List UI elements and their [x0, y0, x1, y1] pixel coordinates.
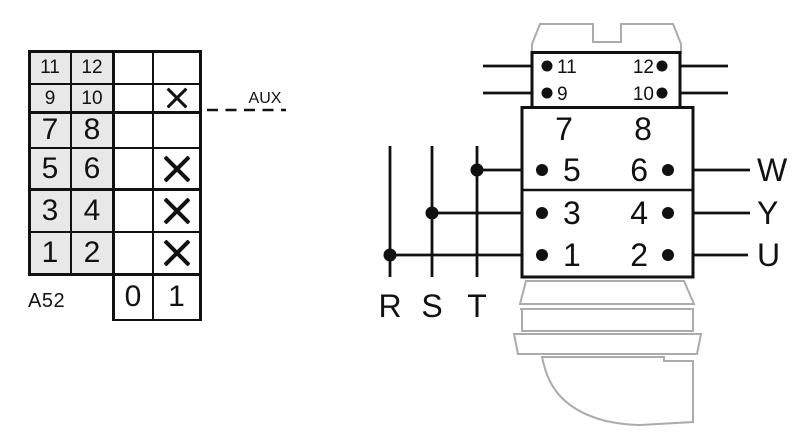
- terminal-dot-1: [536, 249, 548, 261]
- terminal-dot-3: [536, 207, 548, 219]
- terminal-number-7: 7: [555, 111, 573, 147]
- state-cell-position-1: [154, 149, 199, 188]
- terminal-number-12: 12: [633, 57, 654, 78]
- terminal-number-2: 2: [630, 237, 648, 273]
- contact-terminal-right: 8: [72, 113, 112, 147]
- state-cell-position-1: [154, 233, 199, 273]
- contact-terminal-left: 3: [30, 190, 70, 231]
- switch-body-outline: [512, 280, 703, 427]
- contact-terminal-left: 1: [30, 233, 70, 273]
- state-cell-position-0: [114, 233, 152, 273]
- state-cell-position-0: [114, 52, 152, 83]
- aux-label: AUX: [249, 90, 282, 107]
- contact-terminal-right: 4: [72, 190, 112, 231]
- phase-label-s: S: [421, 288, 442, 324]
- position-header-0: 0: [114, 275, 152, 319]
- terminal-number-11: 11: [557, 57, 577, 78]
- contact-terminal-left: 11: [30, 52, 70, 83]
- state-cell-position-0: [114, 149, 152, 188]
- state-cell-position-0: [114, 113, 152, 147]
- contact-terminal-right: 2: [72, 233, 112, 273]
- state-cell-position-0: [114, 190, 152, 231]
- junction-dot-t: [470, 163, 484, 177]
- terminal-number-3: 3: [563, 195, 581, 231]
- phase-label-t: T: [467, 288, 487, 324]
- terminal-dot-9: [541, 87, 553, 99]
- body-collar-outline: [521, 309, 694, 332]
- body-flange-outline: [512, 333, 703, 355]
- state-cell-position-0: [114, 85, 152, 111]
- state-cell-position-1: [154, 52, 199, 83]
- terminal-dot-4: [662, 207, 674, 219]
- terminal-number-8: 8: [634, 111, 652, 147]
- body-base-outline: [540, 356, 694, 427]
- terminal-dot-11: [541, 60, 553, 72]
- terminal-number-4: 4: [630, 195, 648, 231]
- contact-terminal-right: 10: [72, 85, 112, 111]
- contact-terminal-left: 7: [30, 113, 70, 147]
- contact-terminal-right: 6: [72, 149, 112, 188]
- state-cell-position-1: [154, 85, 199, 111]
- terminal-numbers: 11 12 9 10 7 8 5 6 3 4 1 2: [555, 57, 654, 273]
- output-label-y: Y: [757, 195, 778, 231]
- model-label: A52: [28, 290, 66, 312]
- contact-terminal-right: 12: [72, 52, 112, 83]
- main-contact-block: [520, 106, 695, 279]
- position-header-1: 1: [154, 275, 199, 319]
- input-phase-lines: R S T: [378, 146, 542, 324]
- output-label-w: W: [757, 152, 788, 188]
- terminal-dot-12: [656, 60, 668, 72]
- state-cell-position-1: [154, 113, 199, 147]
- output-label-u: U: [757, 237, 780, 273]
- terminal-dot-5: [536, 164, 548, 176]
- terminal-dot-2: [662, 249, 674, 261]
- terminal-number-5: 5: [563, 152, 581, 188]
- contact-terminal-left: 5: [30, 149, 70, 188]
- terminal-number-6: 6: [630, 152, 648, 188]
- switch-handle-outline: [531, 23, 682, 54]
- terminal-dot-6: [662, 164, 674, 176]
- terminal-dot-10: [656, 87, 668, 99]
- phase-label-r: R: [378, 288, 401, 324]
- contact-terminal-left: 9: [30, 85, 70, 111]
- state-cell-position-1: [154, 190, 199, 231]
- terminal-dots: [536, 60, 674, 261]
- body-neck-outline: [518, 280, 696, 305]
- position-header-row: 0 1: [112, 275, 202, 321]
- terminal-number-10: 10: [633, 84, 654, 105]
- junction-dot-r: [383, 248, 397, 262]
- aux-contact-block: [530, 51, 682, 109]
- junction-dot-s: [425, 206, 439, 220]
- terminal-number-1: 1: [563, 237, 581, 273]
- terminal-number-9: 9: [557, 84, 568, 105]
